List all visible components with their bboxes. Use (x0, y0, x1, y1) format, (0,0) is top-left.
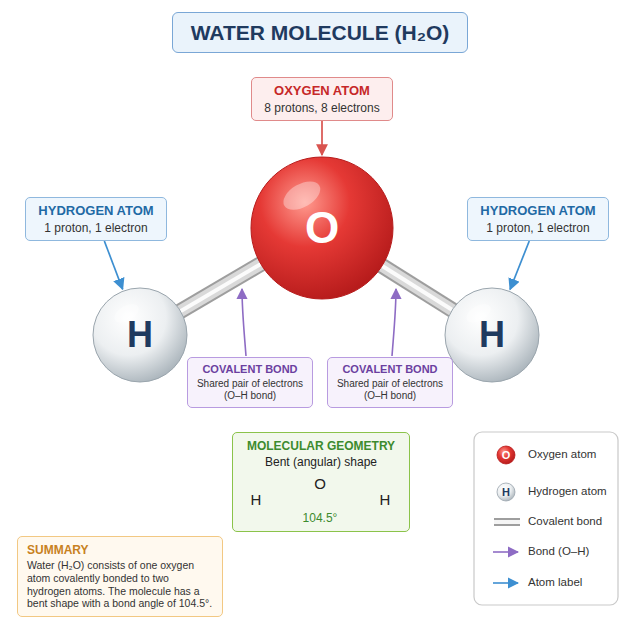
legend-entry: Bond (O–H) (528, 545, 589, 559)
summary-box: SUMMARY Water (H₂O) consists of one oxyge… (17, 536, 223, 617)
bond-highlight (178, 262, 263, 312)
legend-entry: Atom label (528, 576, 582, 590)
atom-circle (93, 288, 187, 382)
atom-symbol: H (251, 491, 262, 508)
node-body: Shared pair of electrons (O–H bond) (335, 378, 445, 402)
node-heading: H (479, 313, 505, 356)
node-heading: H (127, 313, 153, 356)
title: WATER MOLECULE (H₂O) (191, 20, 450, 45)
bond-sample-outer (494, 518, 520, 526)
label-arrow (510, 241, 529, 289)
bond-sample (494, 522, 520, 523)
node-body: 1 proton, 1 electron (38, 221, 153, 235)
arrow-line (104, 241, 122, 289)
hydrogen-sample (497, 483, 515, 501)
legend-text: Oxygen atom (528, 448, 596, 460)
covalent-bond (178, 262, 263, 312)
node-heading: O (305, 202, 339, 255)
node-heading: OXYGEN ATOM (264, 83, 379, 99)
label-arrow-sample (493, 582, 518, 584)
node-body: Bent (angular) shape (241, 455, 401, 469)
atom-circle (445, 288, 539, 382)
bond-callout-box: COVALENT BOND Shared pair of electrons (O… (187, 357, 313, 408)
node-heading: SUMMARY (27, 543, 213, 557)
oxygen-atom: O (250, 156, 394, 300)
angle-value: 104.5° (303, 512, 338, 526)
node-heading: HYDROGEN ATOM (38, 203, 153, 219)
node-body: 8 protons, 8 electrons (264, 101, 379, 115)
arrow-line (510, 241, 529, 289)
legend-entry: Oxygen atom (528, 448, 596, 462)
label-arrow (322, 121, 323, 155)
title-box: WATER MOLECULE (H₂O) (172, 12, 469, 53)
bond-callout-box: COVALENT BOND Shared pair of electrons (O… (327, 357, 453, 408)
atom-circle (251, 157, 393, 299)
legend-text: Atom label (528, 576, 582, 588)
legend-text: Hydrogen atom (528, 485, 607, 497)
bond-arrow-sample (493, 551, 518, 553)
bond-body (380, 264, 455, 311)
arrow-line (321, 121, 323, 155)
legend-entry: Covalent bond (528, 515, 602, 529)
node-body: 1 proton, 1 electron (480, 221, 595, 235)
hydrogen-label-box: HYDROGEN ATOM 1 proton, 1 electron (25, 197, 166, 241)
bond-outer (178, 262, 263, 312)
node-heading: COVALENT BOND (335, 363, 445, 376)
legend-text: Bond (O–H) (528, 545, 589, 557)
legend-symbol: O (502, 449, 511, 462)
label-arrow (104, 241, 122, 289)
node-heading: MOLECULAR GEOMETRY (241, 439, 401, 453)
bond-leader (392, 289, 396, 356)
node-heading: COVALENT BOND (195, 363, 305, 376)
oxygen-sample (497, 446, 515, 464)
bond-sample-inner (494, 520, 520, 524)
hydrogen-atom: H (92, 287, 188, 383)
legend-frame (474, 432, 618, 605)
hydrogen-label-box: HYDROGEN ATOM 1 proton, 1 electron (467, 197, 608, 241)
atom-symbol: H (380, 491, 391, 508)
hydrogen-atom: H (444, 287, 540, 383)
covalent-bond (380, 264, 455, 311)
atom-symbol: O (314, 475, 326, 492)
legend-text: Covalent bond (528, 515, 602, 527)
legend-symbol: H (502, 486, 510, 499)
node-body: Shared pair of electrons (O–H bond) (195, 378, 305, 402)
bond-outer (380, 264, 455, 311)
bond-body (178, 262, 263, 312)
bond-leader (242, 289, 246, 356)
bond-highlight (380, 264, 455, 311)
oxygen-label-box: OXYGEN ATOM 8 protons, 8 electrons (251, 77, 392, 121)
node-heading: HYDROGEN ATOM (480, 203, 595, 219)
legend-entry: Hydrogen atom (528, 485, 607, 499)
legend (474, 432, 618, 605)
node-body: Water (H₂O) consists of one oxygen atom … (27, 559, 213, 609)
